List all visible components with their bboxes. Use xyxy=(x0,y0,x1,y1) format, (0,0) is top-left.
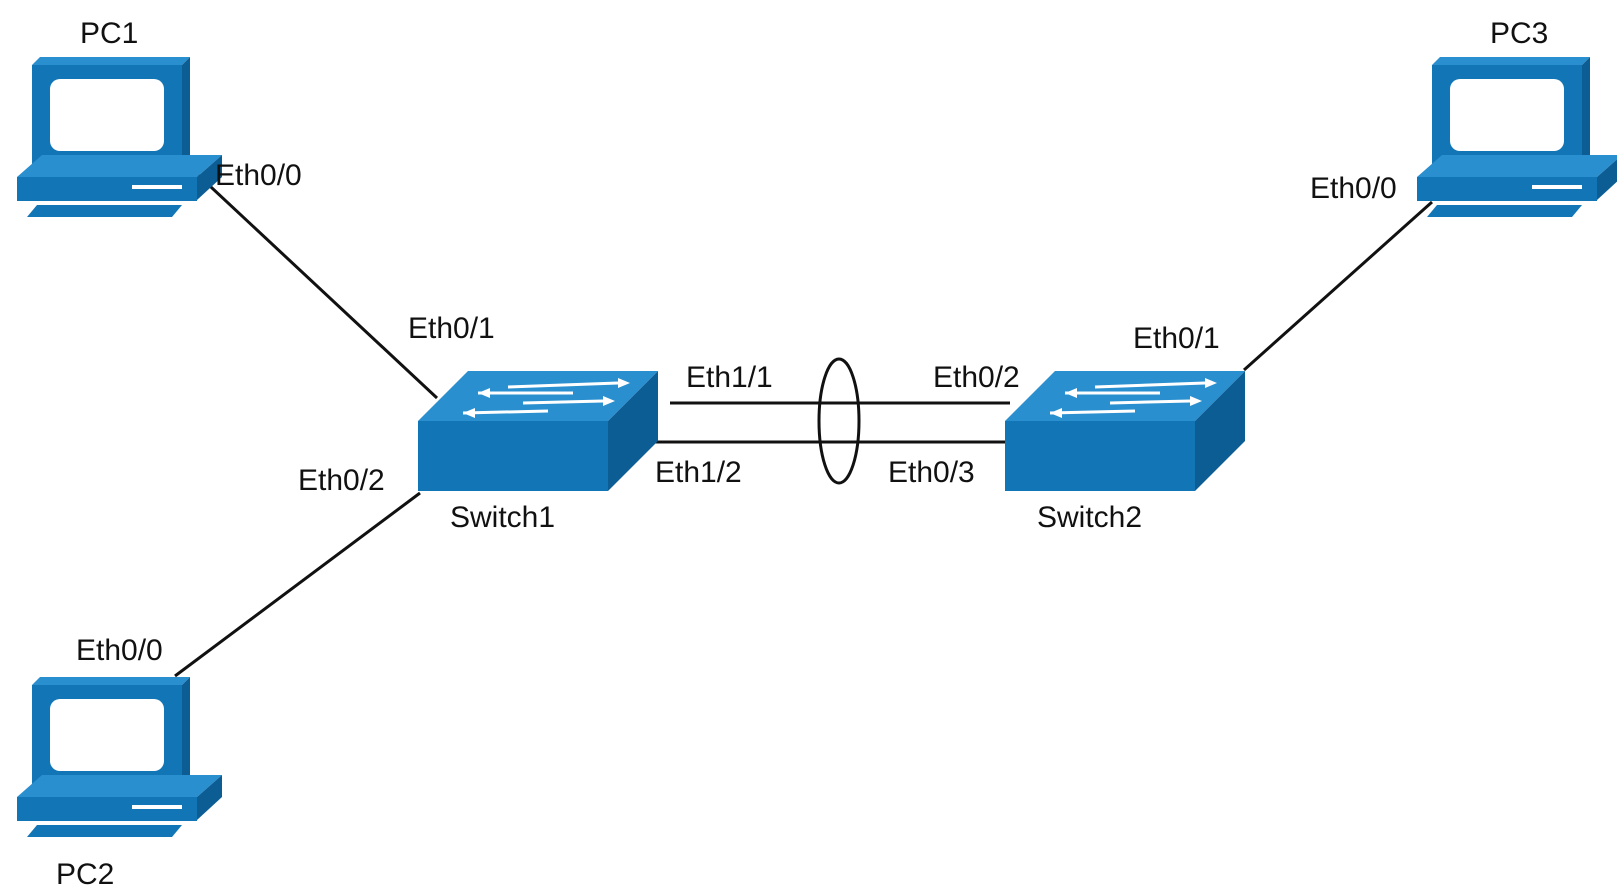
port-label-sw2-trunk2: Eth0/3 xyxy=(888,456,975,489)
port-label-sw1-to-pc2: Eth0/2 xyxy=(298,464,385,497)
pc1-icon[interactable] xyxy=(17,57,222,217)
switch1-label: Switch1 xyxy=(450,501,555,534)
port-label-sw1-to-pc1: Eth0/1 xyxy=(408,312,495,345)
port-label-pc3-eth: Eth0/0 xyxy=(1310,172,1397,205)
link-switch2-pc3 xyxy=(1243,200,1433,372)
switch1-icon[interactable] xyxy=(416,369,660,493)
port-label-sw2-trunk1: Eth0/2 xyxy=(933,361,1020,394)
pc3-label: PC3 xyxy=(1490,17,1548,50)
port-label-sw1-trunk2: Eth1/2 xyxy=(655,456,742,489)
port-label-pc2-eth: Eth0/0 xyxy=(76,634,163,667)
pc2-label: PC2 xyxy=(56,858,114,891)
switch2-icon[interactable] xyxy=(1003,369,1247,493)
switch2-label: Switch2 xyxy=(1037,501,1142,534)
port-label-pc1-eth: Eth0/0 xyxy=(215,159,302,192)
link-pc2-switch1 xyxy=(174,491,421,678)
port-label-sw2-to-pc3: Eth0/1 xyxy=(1133,322,1220,355)
link-pc1-switch1 xyxy=(180,158,439,400)
pc2-icon[interactable] xyxy=(17,677,222,837)
port-channel-ellipse xyxy=(817,357,861,485)
pc1-label: PC1 xyxy=(80,17,138,50)
pc3-icon[interactable] xyxy=(1417,57,1617,217)
port-label-sw1-trunk1: Eth1/1 xyxy=(686,361,773,394)
